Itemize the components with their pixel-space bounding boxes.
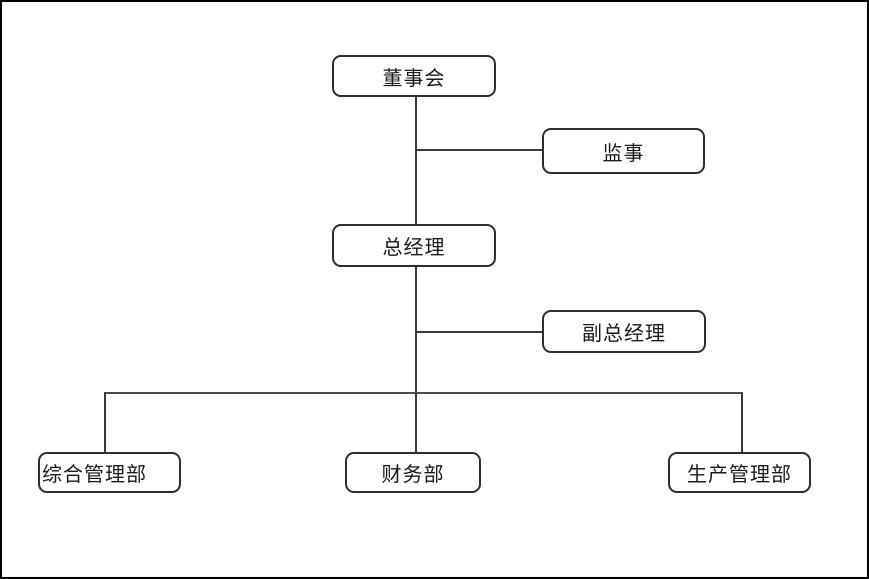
connector-drop-to-admin-dept [104, 393, 106, 453]
connector-general-manager-down [415, 266, 417, 453]
node-production-management-department-label: 生产管理部 [687, 464, 792, 486]
node-general-manager-label: 总经理 [382, 237, 446, 259]
node-general-manager: 总经理 [332, 224, 496, 267]
connector-general-manager-to-deputy [416, 331, 543, 333]
node-finance-department-label: 财务部 [381, 464, 445, 486]
connector-board-to-supervisor [416, 149, 543, 151]
node-finance-department: 财务部 [345, 452, 481, 493]
node-supervisor-label: 监事 [602, 142, 645, 165]
connector-drop-to-production-dept [741, 393, 743, 453]
node-board-of-directors-label: 董事会 [382, 67, 446, 90]
node-general-admin-department-label: 综合管理部 [42, 464, 147, 486]
node-general-admin-department: 综合管理部 [38, 452, 181, 493]
node-board-of-directors: 董事会 [332, 55, 496, 97]
node-deputy-general-manager-label: 副总经理 [582, 323, 666, 345]
node-deputy-general-manager: 副总经理 [542, 310, 706, 353]
node-supervisor: 监事 [542, 128, 705, 174]
connector-departments-span [104, 392, 743, 394]
node-production-management-department: 生产管理部 [668, 452, 811, 493]
connector-board-to-general-manager [415, 96, 417, 225]
